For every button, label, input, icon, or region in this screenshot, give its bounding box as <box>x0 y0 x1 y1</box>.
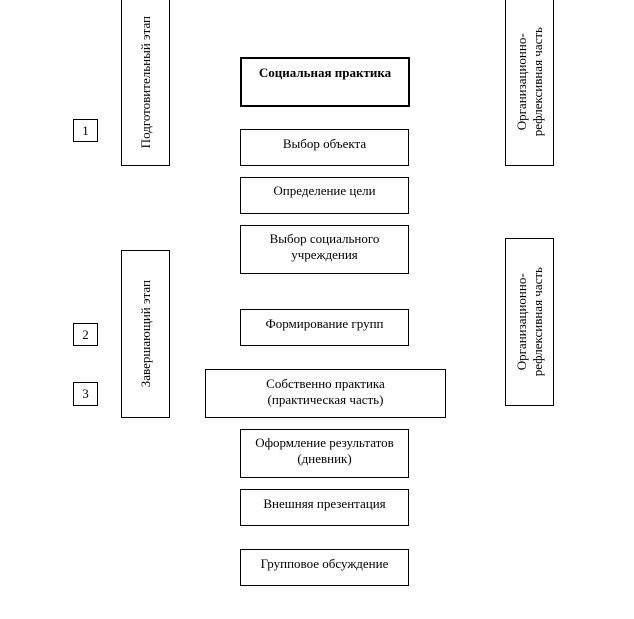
preparatory-stage-box: Подготовительный этап <box>121 0 170 166</box>
step-select-institution-line-1: Выбор социального <box>269 231 380 246</box>
org-reflexive-part-top-label: Организационно- рефлексивная часть <box>514 27 546 136</box>
org-reflexive-part-top-line-2: рефлексивная часть <box>529 27 545 137</box>
org-reflexive-part-top-box: Организационно- рефлексивная часть <box>505 0 554 166</box>
step-practice-proper-line-1: Собственно практика <box>266 376 385 391</box>
step-form-groups: Формирование групп <box>240 309 409 346</box>
number-label-2: 2 <box>82 326 89 342</box>
step-practice-proper: Собственно практика (практическая часть) <box>205 369 446 418</box>
number-box-1: 1 <box>73 119 98 142</box>
step-select-institution-line-2: учреждения <box>291 247 358 262</box>
step-select-object-label: Выбор объекта <box>282 136 367 151</box>
org-reflexive-part-bottom-line-2: рефлексивная часть <box>529 267 545 377</box>
number-box-3: 3 <box>73 382 98 406</box>
step-form-groups-label: Формирование групп <box>265 316 384 331</box>
number-box-2: 2 <box>73 323 98 346</box>
final-stage-label: Завершающий этап <box>137 280 153 388</box>
org-reflexive-part-top-line-1: Организационно- <box>513 33 529 131</box>
step-external-presentation: Внешняя презентация <box>240 489 409 526</box>
social-practice-title: Социальная практика <box>258 65 392 80</box>
number-label-3: 3 <box>82 386 89 401</box>
step-results-report: Оформление результатов (дневник) <box>240 429 409 478</box>
step-define-goal-label: Определение цели <box>273 183 376 198</box>
org-reflexive-part-bottom-label: Организационно- рефлексивная часть <box>514 267 546 376</box>
step-define-goal: Определение цели <box>240 177 409 214</box>
step-group-discussion-label: Групповое обсуждение <box>260 556 389 571</box>
step-group-discussion: Групповое обсуждение <box>240 549 409 586</box>
org-reflexive-part-bottom-line-1: Организационно- <box>513 273 529 371</box>
step-results-report-line-1: Оформление результатов <box>255 435 394 450</box>
final-stage-box: Завершающий этап <box>121 250 170 418</box>
org-reflexive-part-bottom-box: Организационно- рефлексивная часть <box>505 238 554 406</box>
number-label-1: 1 <box>82 122 89 138</box>
step-results-report-line-2: (дневник) <box>297 451 352 466</box>
preparatory-stage-label: Подготовительный этап <box>137 15 153 149</box>
step-select-institution: Выбор социального учреждения <box>240 225 409 274</box>
social-practice-title-box: Социальная практика <box>240 57 410 107</box>
step-external-presentation-label: Внешняя презентация <box>263 496 386 511</box>
step-select-object: Выбор объекта <box>240 129 409 166</box>
step-practice-proper-line-2: (практическая часть) <box>267 392 384 407</box>
